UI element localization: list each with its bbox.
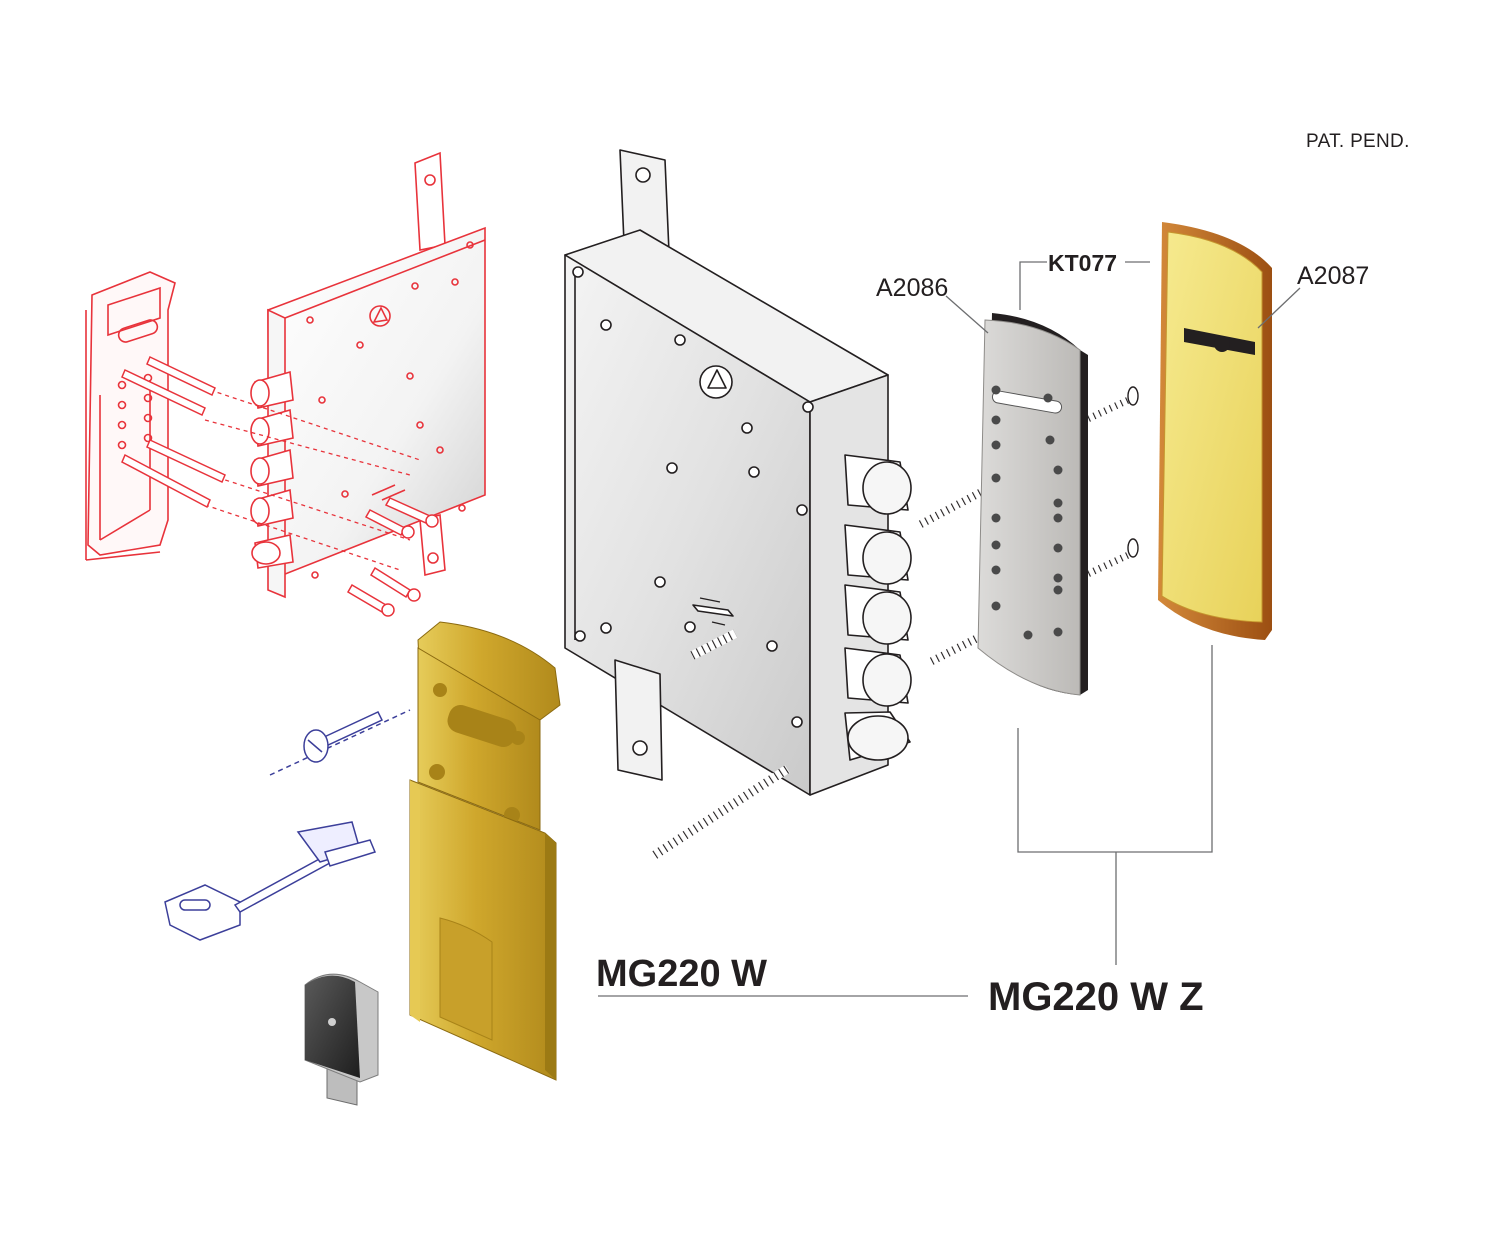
gold-cover-plate bbox=[1158, 222, 1272, 640]
part-label-a2087: A2087 bbox=[1297, 262, 1370, 290]
gold-armoured-shield bbox=[409, 621, 561, 1081]
magnetic-key bbox=[304, 973, 379, 1106]
grey-mount-plate bbox=[977, 313, 1088, 696]
model-label-mg220w: MG220 W bbox=[596, 953, 768, 995]
part-label-a2086: A2086 bbox=[876, 274, 949, 302]
red-screws bbox=[121, 355, 439, 617]
blue-screw-and-key bbox=[164, 709, 411, 941]
patent-pending-label: PAT. PEND. bbox=[1306, 131, 1410, 152]
leader-lines bbox=[598, 261, 1301, 997]
part-label-kt077: KT077 bbox=[1048, 250, 1118, 276]
model-label-mg220wz: MG220 W Z bbox=[988, 975, 1204, 1019]
red-lock-outline bbox=[250, 151, 486, 599]
red-mount-bracket bbox=[85, 271, 176, 561]
steel-lock-body bbox=[564, 149, 912, 796]
